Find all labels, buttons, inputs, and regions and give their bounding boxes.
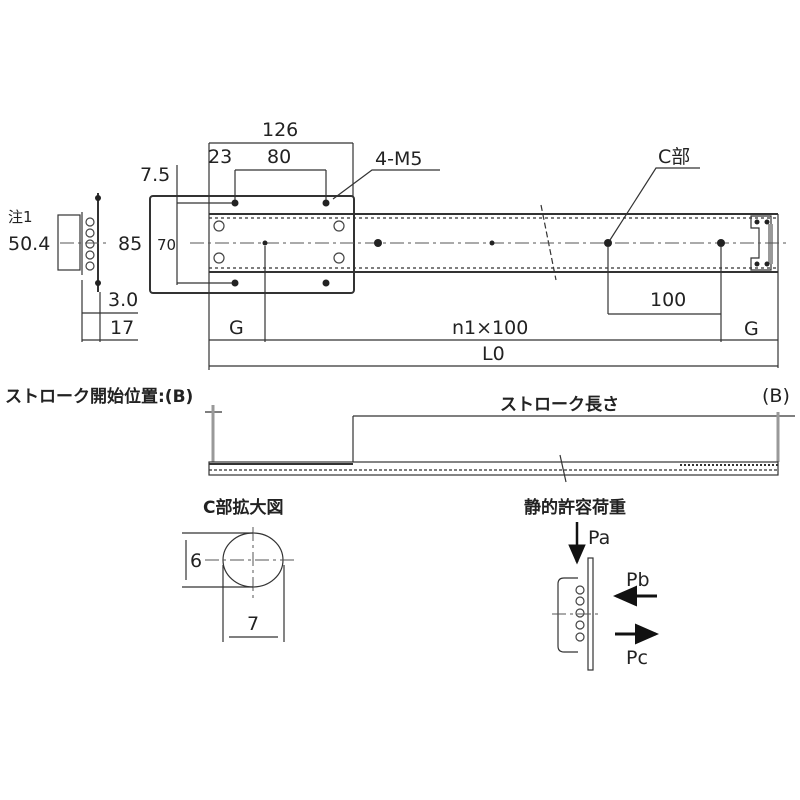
dim-126: 126: [262, 119, 298, 141]
ball-bearings: [85, 195, 101, 286]
stroke-start-label: ストローク開始位置:(B): [5, 386, 193, 407]
pa-label: Pa: [588, 527, 610, 549]
rail-holes: [262, 239, 725, 247]
leader-4m5: [332, 169, 440, 200]
slide-bracket: [557, 577, 578, 653]
static-load: 静的許容荷重 Pa Pb Pc: [524, 497, 659, 671]
front-view: 126 23 80 7.5 85 70 4-M5 C部 100 G n1×100…: [118, 119, 790, 370]
dim-7-5: 7.5: [140, 164, 170, 186]
dim-7: 7: [247, 613, 259, 635]
mounting-holes: [213, 199, 345, 287]
stroke-view: ストローク開始位置:(B) ストローク長さ (B): [5, 385, 795, 483]
dim-70: 70: [157, 236, 176, 254]
dim-17: 17: [110, 317, 134, 339]
dim-100: 100: [650, 289, 686, 311]
dim-80: 80: [267, 146, 291, 168]
label-c-part: C部: [658, 146, 690, 168]
dim-85: 85: [118, 233, 142, 255]
end-stopper: [750, 215, 773, 271]
side-view: 注1 50.4 3.0 17: [8, 193, 138, 342]
slide-balls: [575, 585, 585, 642]
end-b-label: (B): [762, 385, 790, 407]
dim-g-left: G: [229, 317, 244, 339]
dim-l0: L0: [482, 343, 505, 365]
pc-label: Pc: [626, 647, 648, 669]
static-load-title: 静的許容荷重: [524, 497, 626, 518]
dim-3-0: 3.0: [108, 289, 138, 311]
rail: [209, 204, 779, 281]
note-label: 注1: [8, 208, 33, 226]
stroke-length-label: ストローク長さ: [500, 395, 619, 415]
mounting-bracket: [149, 195, 355, 294]
dim-50-4: 50.4: [8, 233, 50, 255]
pb-label: Pb: [626, 569, 650, 591]
leader-c-part: [609, 167, 700, 241]
dim-g-right: G: [744, 318, 759, 340]
detail-c: C部拡大図 6 7: [182, 497, 298, 642]
label-4m5: 4-M5: [375, 148, 422, 170]
dim-6: 6: [190, 550, 202, 572]
dim-n1x100: n1×100: [452, 317, 528, 339]
dim-23: 23: [208, 146, 232, 168]
detail-c-title: C部拡大図: [203, 497, 283, 518]
